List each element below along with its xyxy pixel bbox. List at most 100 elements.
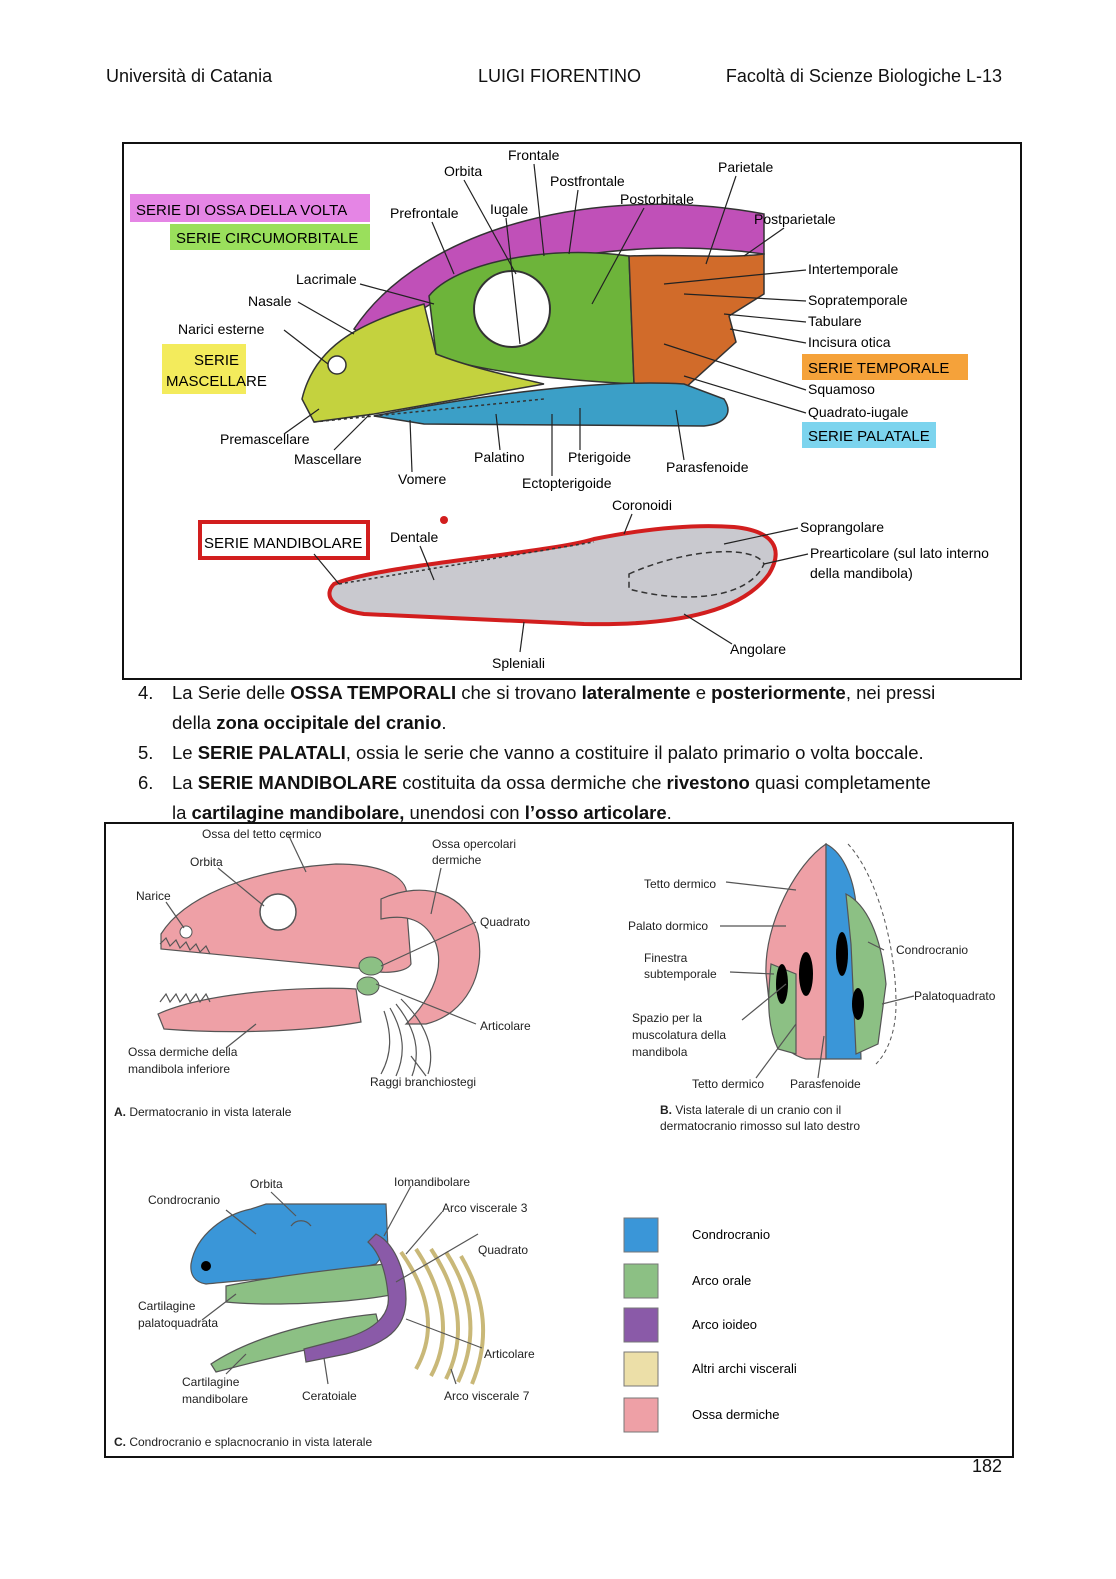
cranium-panels-drawing: Ossa del tetto cermico Orbita Narice Oss… <box>114 827 996 1449</box>
label-c-articolare: Articolare <box>484 1347 535 1361</box>
header-center: LUIGI FIORENTINO <box>478 66 642 86</box>
list-line: La Serie delle OSSA TEMPORALI che si tro… <box>172 678 1010 708</box>
svg-text:A. Dermatocranio in vista late: A. Dermatocranio in vista laterale <box>114 1105 292 1119</box>
label-serie-temporale: SERIE TEMPORALE <box>808 360 949 377</box>
legend-swatch <box>623 1397 659 1433</box>
list-item-6: 6. La SERIE MANDIBOLARE costituita da os… <box>130 768 1010 828</box>
list-item-4: 4. La Serie delle OSSA TEMPORALI che si … <box>130 678 1010 738</box>
label-prearticolare-2: della mandibola) <box>810 565 913 581</box>
label-parasfenoide: Parasfenoide <box>666 459 749 475</box>
text-run: Le <box>172 742 198 763</box>
label-b-palatoquadrato: Palatoquadrato <box>914 989 996 1003</box>
label-serie-mascellare-2: MASCELLARE <box>166 373 267 390</box>
label-c-palato-1: Cartilagine <box>138 1299 196 1313</box>
label-b-finestra-2: subtemporale <box>644 967 717 981</box>
text-run: La Serie delle <box>172 682 291 703</box>
label-orbita: Orbita <box>444 163 482 179</box>
cranium-panels-figure: Ossa del tetto cermico Orbita Narice Oss… <box>104 822 1014 1458</box>
header-right: Facoltà di Scienze Biologiche L-13 <box>725 66 1002 86</box>
label-sopratemporale: Sopratemporale <box>808 292 908 308</box>
label-b-finestra-1: Finestra <box>644 951 688 965</box>
label-palatino: Palatino <box>474 449 525 465</box>
legend-label: Altri archi viscerali <box>692 1361 797 1376</box>
text-run: La <box>172 772 198 793</box>
label-b-palato: Palato dormico <box>628 919 708 933</box>
text-run: unendosi con <box>404 802 525 823</box>
bold-run: posteriormente <box>711 682 846 703</box>
label-postorbitale: Postorbitale <box>620 191 694 207</box>
label-serie-volta: SERIE DI OSSA DELLA VOLTA <box>136 202 347 219</box>
list-line: la cartilagine mandibolare, unendosi con… <box>172 798 1010 828</box>
legend-label: Condrocranio <box>692 1227 770 1242</box>
label-b-tetto-2: Tetto dermico <box>692 1077 764 1091</box>
legend-swatch <box>623 1307 659 1343</box>
text-run: quasi completamente <box>749 772 931 793</box>
list-number: 6. <box>138 772 154 793</box>
bold-run: cartilagine mandibolare, <box>191 802 405 823</box>
label-soprangolare: Soprangolare <box>800 519 884 535</box>
legend-label: Arco orale <box>692 1273 751 1288</box>
label-c-mandib-2: mandibolare <box>182 1392 248 1406</box>
label-premascellare: Premascellare <box>220 431 310 447</box>
label-parietale: Parietale <box>718 159 773 175</box>
label-iugale: Iugale <box>490 201 528 217</box>
label-c-arco3: Arco viscerale 3 <box>442 1201 528 1215</box>
caption-b-letter: B. <box>660 1103 672 1117</box>
label-coronoidi: Coronoidi <box>612 497 672 513</box>
svg-text:C. Condrocranio e splacnocrani: C. Condrocranio e splacnocranio in vista… <box>114 1435 372 1449</box>
label-postfrontale: Postfrontale <box>550 173 625 189</box>
label-prefrontale: Prefrontale <box>390 205 459 221</box>
label-mascellare: Mascellare <box>294 451 362 467</box>
label-angolare: Angolare <box>730 641 786 657</box>
label-intertemporale: Intertemporale <box>808 261 898 277</box>
legend-label: Arco ioideo <box>692 1317 757 1332</box>
label-b-spazio-1: Spazio per la <box>632 1011 702 1025</box>
bold-run: SERIE MANDIBOLARE <box>197 772 398 793</box>
label-a-mandibola-2: mandibola inferiore <box>128 1062 230 1076</box>
label-frontale: Frontale <box>508 147 560 163</box>
label-pterigoide: Pterigoide <box>568 449 631 465</box>
label-squamoso: Squamoso <box>808 381 875 397</box>
label-a-mandibola-1: Ossa dermiche della <box>128 1045 238 1059</box>
legend-label: Ossa dermiche <box>692 1407 779 1422</box>
label-serie-mandibolare: SERIE MANDIBOLARE <box>204 535 362 552</box>
label-c-ceratoiale: Ceratoiale <box>302 1389 357 1403</box>
label-a-narice: Narice <box>136 889 171 903</box>
label-b-tetto: Tetto dermico <box>644 877 716 891</box>
label-b-condrocranio: Condrocranio <box>896 943 968 957</box>
label-c-quadrato: Quadrato <box>478 1243 528 1257</box>
label-a-raggi: Raggi branchiostegi <box>370 1075 476 1089</box>
panel-c: Orbita Iomandibolare Condrocranio Arco v… <box>114 1175 535 1449</box>
legend-swatch <box>623 1263 659 1299</box>
skull-series-drawing: SERIE DI OSSA DELLA VOLTA SERIE CIRCUMOR… <box>130 147 989 671</box>
caption-a-letter: A. <box>114 1105 126 1119</box>
label-incisura-otica: Incisura otica <box>808 334 891 350</box>
label-c-palato-2: palatoquadrata <box>138 1316 218 1330</box>
label-ectopterigoide: Ectopterigoide <box>522 475 612 491</box>
list-item-5: 5. Le SERIE PALATALI, ossia le serie che… <box>130 738 1010 768</box>
bold-run: OSSA TEMPORALI <box>290 682 457 703</box>
text-run: e <box>690 682 712 703</box>
bone-series-list: 4. La Serie delle OSSA TEMPORALI che si … <box>130 678 1010 828</box>
bold-run: l’osso articolare <box>524 802 667 823</box>
text-run: , ossia le serie che vanno a costituire … <box>345 742 924 763</box>
label-serie-circumorbitale: SERIE CIRCUMORBITALE <box>176 230 358 247</box>
label-a-orbita: Orbita <box>190 855 223 869</box>
label-quadrato-iugale: Quadrato-iugale <box>808 404 909 420</box>
caption-c: Condrocranio e splacnocranio in vista la… <box>126 1435 372 1449</box>
label-vomere: Vomere <box>398 471 446 487</box>
list-line: La SERIE MANDIBOLARE costituita da ossa … <box>172 768 1010 798</box>
label-a-articolare: Articolare <box>480 1019 531 1033</box>
label-c-arco7: Arco viscerale 7 <box>444 1389 530 1403</box>
label-b-spazio-2: muscolatura della <box>632 1028 726 1042</box>
label-nasale: Nasale <box>248 293 292 309</box>
label-serie-palatale: SERIE PALATALE <box>808 428 930 445</box>
label-c-orbita: Orbita <box>250 1177 283 1191</box>
text-run: . <box>441 712 447 733</box>
panel-a: Ossa del tetto cermico Orbita Narice Oss… <box>114 827 531 1119</box>
text-run: della <box>172 712 217 733</box>
legend-swatch <box>623 1351 659 1387</box>
list-number: 4. <box>138 682 154 703</box>
label-a-opercolari-2: dermiche <box>432 853 482 867</box>
caption-b-2: dermatocranio rimosso sul lato destro <box>660 1119 860 1133</box>
